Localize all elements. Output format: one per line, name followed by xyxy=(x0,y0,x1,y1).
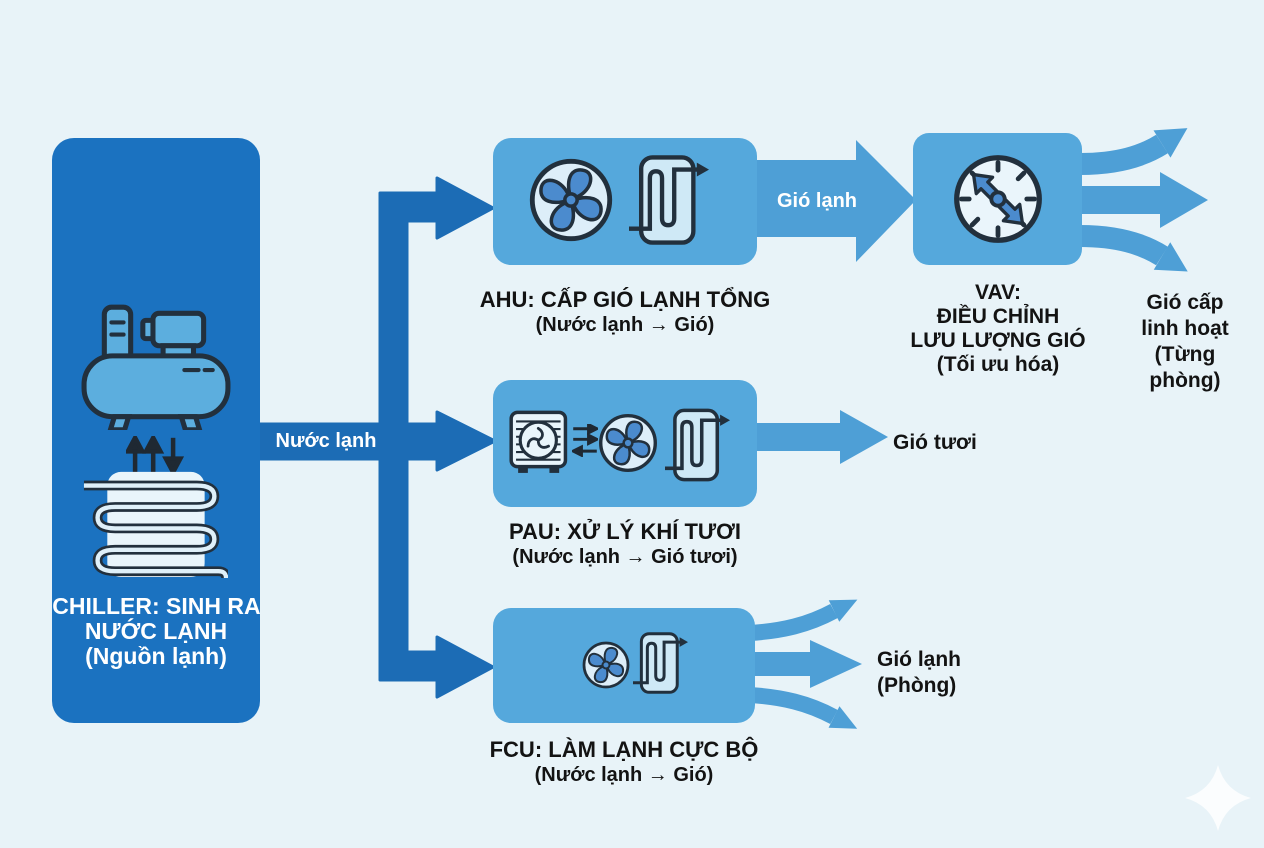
cold-air-label: Gió lạnh xyxy=(777,190,857,212)
ahu-title: AHU: CẤP GIÓ LẠNH TỔNG xyxy=(479,287,771,312)
vav-output-arrow-middle xyxy=(1080,172,1208,228)
vav-title-line: LƯU LƯỢNG GIÓ xyxy=(910,329,1086,352)
fresh-air-label: Gió tươi xyxy=(893,431,977,454)
chilled-water-pipe xyxy=(254,176,497,699)
heat-transfer-arrows-icon xyxy=(126,436,184,474)
fcu-output-arrow-top xyxy=(749,603,838,641)
chiller-title-line: (Nguồn lạnh) xyxy=(85,643,227,669)
air-exchange-arrows-icon xyxy=(572,424,598,457)
vav-output-line: (Từng phòng) xyxy=(1149,343,1221,392)
chiller-title-line: NƯỚC LẠNH xyxy=(84,618,228,644)
evaporator-coil-icon xyxy=(83,471,228,579)
fcu-output-arrow-bottom xyxy=(749,687,838,725)
fcu-output-line: Gió lạnh xyxy=(877,648,961,671)
fan-icon xyxy=(599,414,657,472)
chiller-title: CHILLER: SINH RA NƯỚC LẠNH (Nguồn lạnh) xyxy=(52,594,260,669)
vav-label: VAV: ĐIỀU CHỈNH LƯU LƯỢNG GIÓ (Tối ưu hó… xyxy=(903,281,1093,377)
cooling-coil-icon xyxy=(633,632,688,694)
vav-output-line: linh hoạt xyxy=(1141,317,1229,340)
node-fcu xyxy=(493,608,755,723)
ahu-label: AHU: CẤP GIÓ LẠNH TỔNG (Nước lạnh → Gió) xyxy=(475,287,775,337)
ahu-subtitle: (Nước lạnh → Gió) xyxy=(535,314,715,336)
vav-title-line: ĐIỀU CHỈNH xyxy=(936,305,1060,328)
node-vav xyxy=(913,133,1082,265)
chiller-title-line: SINH RA xyxy=(166,593,260,619)
fcu-output-label: Gió lạnh (Phòng) xyxy=(877,647,987,699)
ahu-to-vav-arrow xyxy=(753,140,916,262)
vav-title-line: VAV: xyxy=(975,281,1021,304)
outdoor-unit-icon xyxy=(509,410,568,473)
pau-title: PAU: XỬ LÝ KHÍ TƯƠI xyxy=(508,519,742,544)
air-flow-arrows xyxy=(748,128,1208,729)
flow-gauge-icon xyxy=(954,155,1042,243)
compressor-tank-icon xyxy=(81,304,231,430)
fcu-label: FCU: LÀM LẠNH CỰC BỘ (Nước lạnh → Gió) xyxy=(474,737,774,787)
fcu-output-arrow-middle xyxy=(748,640,862,688)
pau-label: PAU: XỬ LÝ KHÍ TƯƠI (Nước lạnh → Gió tươ… xyxy=(475,519,775,569)
vav-output-arrow-bottom xyxy=(1079,225,1168,266)
fcu-output-line: (Phòng) xyxy=(877,674,957,697)
cooling-coil-icon xyxy=(665,408,730,482)
pau-subtitle: (Nước lạnh → Gió tươi) xyxy=(512,546,738,568)
pau-output-arrow xyxy=(753,410,888,464)
node-chiller: CHILLER: SINH RA NƯỚC LẠNH (Nguồn lạnh) xyxy=(52,138,260,723)
fcu-subtitle: (Nước lạnh → Gió) xyxy=(534,764,714,786)
cooling-coil-icon xyxy=(629,155,709,245)
vav-output-line: Gió cấp xyxy=(1146,291,1224,314)
fcu-title: FCU: LÀM LẠNH CỰC BỘ xyxy=(489,737,759,762)
sparkle-icon xyxy=(1185,765,1251,831)
vav-title-line: (Tối ưu hóa) xyxy=(936,353,1060,376)
chiller-title-line: CHILLER: xyxy=(52,593,160,619)
node-pau xyxy=(493,380,757,507)
fan-icon xyxy=(582,641,630,689)
fan-icon xyxy=(529,158,613,242)
chilled-water-label: Nước lạnh xyxy=(275,430,377,452)
node-ahu xyxy=(493,138,757,265)
vav-output-label: Gió cấp linh hoạt (Từng phòng) xyxy=(1117,290,1253,394)
vav-output-arrow-top xyxy=(1079,134,1168,175)
